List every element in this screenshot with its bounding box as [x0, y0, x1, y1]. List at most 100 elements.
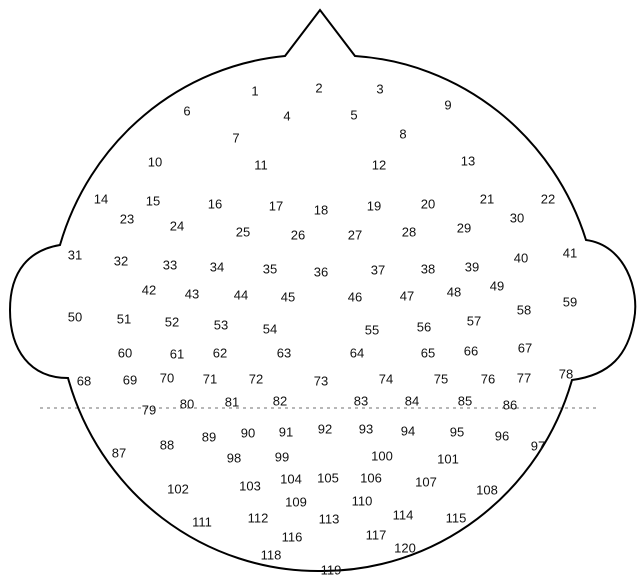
electrode-label-46: 46: [348, 289, 362, 304]
electrode-label-118: 118: [261, 547, 282, 562]
electrode-label-99: 99: [275, 449, 289, 464]
electrode-label-111: 111: [192, 514, 212, 529]
electrode-label-53: 53: [214, 317, 228, 332]
electrode-label-47: 47: [400, 288, 414, 303]
electrode-label-56: 56: [417, 319, 431, 334]
electrode-label-36: 36: [314, 264, 328, 279]
electrode-label-18: 18: [314, 202, 328, 217]
electrode-label-29: 29: [457, 220, 471, 235]
electrode-label-3: 3: [376, 81, 383, 96]
electrode-label-68: 68: [77, 373, 91, 388]
electrode-label-10: 10: [148, 154, 162, 169]
electrode-label-55: 55: [365, 322, 379, 337]
electrode-label-64: 64: [350, 345, 364, 360]
electrode-label-103: 103: [239, 478, 261, 493]
electrode-label-109: 109: [285, 494, 307, 509]
electrode-label-102: 102: [167, 481, 189, 496]
electrode-label-96: 96: [495, 428, 509, 443]
electrode-label-8: 8: [399, 126, 406, 141]
electrode-label-24: 24: [170, 218, 184, 233]
electrode-label-76: 76: [481, 371, 495, 386]
electrode-label-41: 41: [563, 245, 577, 260]
electrode-label-89: 89: [202, 429, 216, 444]
electrode-label-91: 91: [279, 424, 293, 439]
electrode-label-35: 35: [263, 261, 277, 276]
electrode-label-42: 42: [142, 282, 156, 297]
electrode-label-49: 49: [490, 278, 504, 293]
electrode-label-58: 58: [517, 302, 531, 317]
electrode-label-6: 6: [183, 103, 190, 118]
electrode-label-17: 17: [269, 198, 283, 213]
electrode-label-65: 65: [421, 345, 435, 360]
electrode-label-9: 9: [444, 97, 451, 112]
electrode-label-67: 67: [518, 340, 532, 355]
electrode-label-98: 98: [227, 450, 241, 465]
electrode-label-25: 25: [236, 224, 250, 239]
electrode-label-43: 43: [185, 286, 199, 301]
electrode-label-93: 93: [359, 421, 373, 436]
electrode-label-31: 31: [68, 247, 82, 262]
electrode-label-77: 77: [517, 370, 531, 385]
electrode-label-60: 60: [118, 345, 132, 360]
electrode-label-79: 79: [142, 402, 156, 417]
electrode-label-66: 66: [464, 343, 478, 358]
electrode-label-82: 82: [273, 393, 287, 408]
electrode-label-104: 104: [280, 471, 302, 486]
electrode-label-57: 57: [467, 313, 481, 328]
electrode-label-32: 32: [114, 253, 128, 268]
electrode-label-7: 7: [232, 130, 239, 145]
electrode-label-33: 33: [163, 257, 177, 272]
electrode-label-21: 21: [480, 191, 494, 206]
electrode-label-70: 70: [160, 370, 174, 385]
electrode-label-34: 34: [210, 259, 224, 274]
electrode-label-2: 2: [315, 80, 322, 95]
electrode-label-14: 14: [94, 191, 108, 206]
electrode-label-22: 22: [541, 191, 555, 206]
electrode-label-112: 112: [248, 510, 269, 525]
electrode-label-28: 28: [402, 224, 416, 239]
electrode-label-105: 105: [317, 470, 339, 485]
electrode-label-85: 85: [458, 393, 472, 408]
electrode-label-38: 38: [421, 261, 435, 276]
electrode-label-71: 71: [203, 371, 217, 386]
electrode-label-54: 54: [263, 321, 277, 336]
electrode-label-69: 69: [123, 372, 137, 387]
electrode-label-107: 107: [415, 474, 437, 489]
electrode-label-30: 30: [510, 210, 524, 225]
electrode-label-83: 83: [354, 393, 368, 408]
electrode-label-40: 40: [514, 250, 528, 265]
electrode-label-74: 74: [379, 371, 393, 386]
electrode-label-39: 39: [465, 259, 479, 274]
electrode-label-100: 100: [371, 448, 393, 463]
electrode-label-45: 45: [281, 289, 295, 304]
electrode-label-86: 86: [503, 397, 517, 412]
electrode-label-116: 116: [282, 529, 303, 544]
electrode-label-20: 20: [421, 196, 435, 211]
electrode-label-15: 15: [146, 193, 160, 208]
electrode-label-52: 52: [165, 314, 179, 329]
electrode-label-92: 92: [318, 421, 332, 436]
electrode-label-81: 81: [225, 394, 239, 409]
electrode-label-120: 120: [394, 540, 416, 555]
electrode-label-101: 101: [437, 451, 459, 466]
electrode-label-78: 78: [559, 366, 573, 381]
electrode-label-19: 19: [367, 198, 381, 213]
electrode-label-94: 94: [401, 423, 415, 438]
electrode-label-26: 26: [291, 227, 305, 242]
electrode-label-90: 90: [241, 425, 255, 440]
electrode-label-1: 1: [251, 83, 258, 98]
electrode-label-108: 108: [476, 482, 498, 497]
electrode-label-87: 87: [112, 445, 126, 460]
electrode-label-115: 115: [446, 510, 467, 525]
electrode-label-4: 4: [283, 108, 290, 123]
electrode-label-50: 50: [68, 309, 82, 324]
electrode-label-5: 5: [350, 107, 357, 122]
electrode-label-63: 63: [277, 345, 291, 360]
electrode-label-75: 75: [434, 371, 448, 386]
electrode-label-106: 106: [360, 470, 382, 485]
electrode-label-119: 119: [321, 562, 342, 576]
electrode-label-27: 27: [348, 227, 362, 242]
electrode-label-73: 73: [314, 373, 328, 388]
electrode-label-44: 44: [234, 287, 248, 302]
